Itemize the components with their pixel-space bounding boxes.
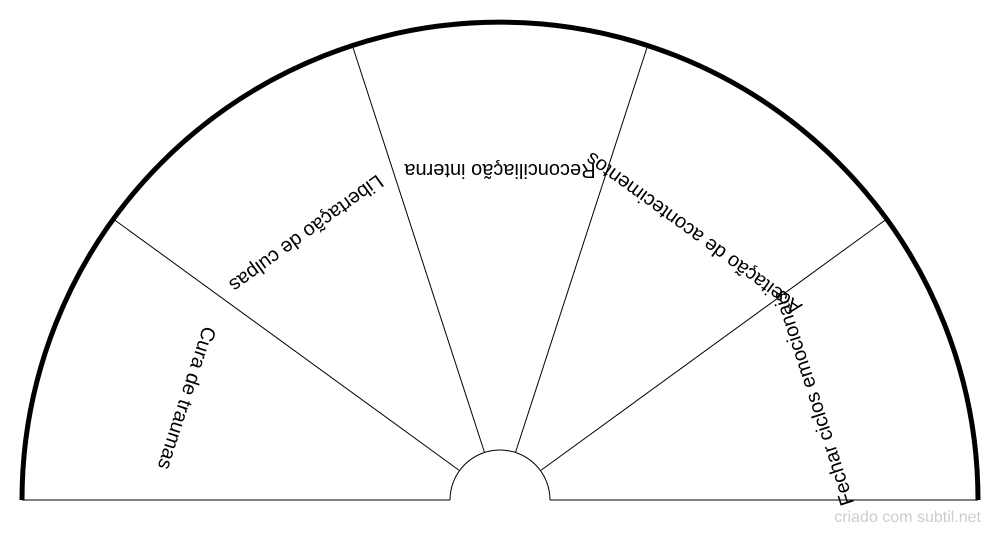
credit-text: criado com subtil.net [834, 509, 981, 526]
sector-label-2: Libertação de culpas [225, 170, 387, 296]
sector-label-5: Fechar ciclos emocionais [769, 288, 859, 508]
inner-arc [449, 449, 551, 501]
sector-label-3: Reconciliação interna [404, 159, 596, 181]
sector-divider [515, 45, 649, 453]
sector-label-4: Aceitação de acontecimentos [582, 147, 806, 318]
outer-arc [19, 19, 981, 501]
sector-divider [540, 218, 887, 472]
sector-dividers [113, 45, 887, 472]
sector-divider [113, 218, 460, 472]
sector-label-1: Cura de traumas [153, 324, 220, 472]
sector-divider [351, 45, 485, 453]
